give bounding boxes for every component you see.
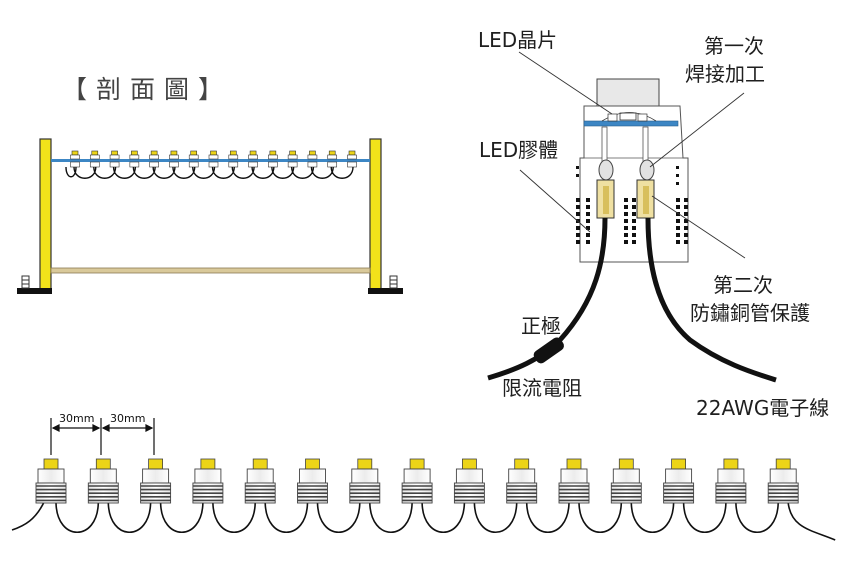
right-foot [368,288,403,294]
bottom-led [663,458,695,504]
led-chip [619,112,637,121]
pcb-rail [51,159,370,162]
right-bolt [389,275,398,289]
top-led [109,150,120,168]
label-wire: 22AWG電子線 [696,396,829,420]
bottom-led [453,458,485,504]
bottom-led [35,458,67,504]
label-resistor: 限流電阻 [502,376,582,400]
left-post [39,138,52,290]
top-led [347,150,357,168]
bottom-led [244,458,276,504]
top-led [188,150,199,168]
top-led [70,150,80,168]
bottom-led [506,458,538,504]
solder-right [639,159,655,181]
left-foot [17,288,52,294]
wire-negative [645,217,777,383]
led-glue-body [579,105,689,263]
led-cross-section: LED晶片 第一次 焊接加工 LED膠體 第二次 防鏽銅管保護 正極 限流電阻 … [478,28,829,420]
label-copper-2: 防鏽銅管保護 [690,301,810,325]
top-led [327,150,338,168]
top-led [208,150,219,168]
top-led [169,150,179,168]
label-led-glue: LED膠體 [479,138,558,162]
bottom-led [715,458,747,504]
spacing-label-2: 30mm [110,412,145,425]
top-led [268,150,278,168]
section-title: 【剖面圖】 [62,75,232,104]
bottom-led [610,458,642,504]
bottom-led [558,458,590,504]
top-led [149,150,159,168]
top-led [228,150,239,168]
label-positive: 正極 [521,314,561,338]
top-led [248,150,258,168]
label-led-chip: LED晶片 [478,28,557,52]
right-post [369,138,382,290]
top-led [287,150,298,168]
label-copper-1: 第二次 [713,273,773,297]
label-first-solder-1: 第一次 [704,34,764,58]
solder-left [598,159,614,181]
top-led-row [70,150,357,168]
bottom-led-row [35,458,799,504]
led-string: 30mm 30mm [11,412,836,541]
left-bolt [21,275,30,289]
bottom-wire [11,499,836,541]
top-led [129,150,140,168]
spacing-dimension [50,418,155,455]
section-view: 【剖面圖】 [17,75,403,294]
bottom-led [297,458,328,504]
label-first-solder-2: 焊接加工 [685,62,765,86]
spacing-label-1: 30mm [59,412,94,425]
bottom-rod [50,267,371,274]
led-pcb [583,120,679,127]
bottom-led [192,458,224,504]
bottom-led [349,458,381,504]
top-led [89,150,100,168]
top-wire [65,166,354,179]
bottom-led [401,458,433,504]
bottom-led [87,458,119,504]
bottom-led [140,458,172,504]
bottom-led [767,458,799,504]
resistor [533,337,564,364]
top-led [307,150,318,168]
